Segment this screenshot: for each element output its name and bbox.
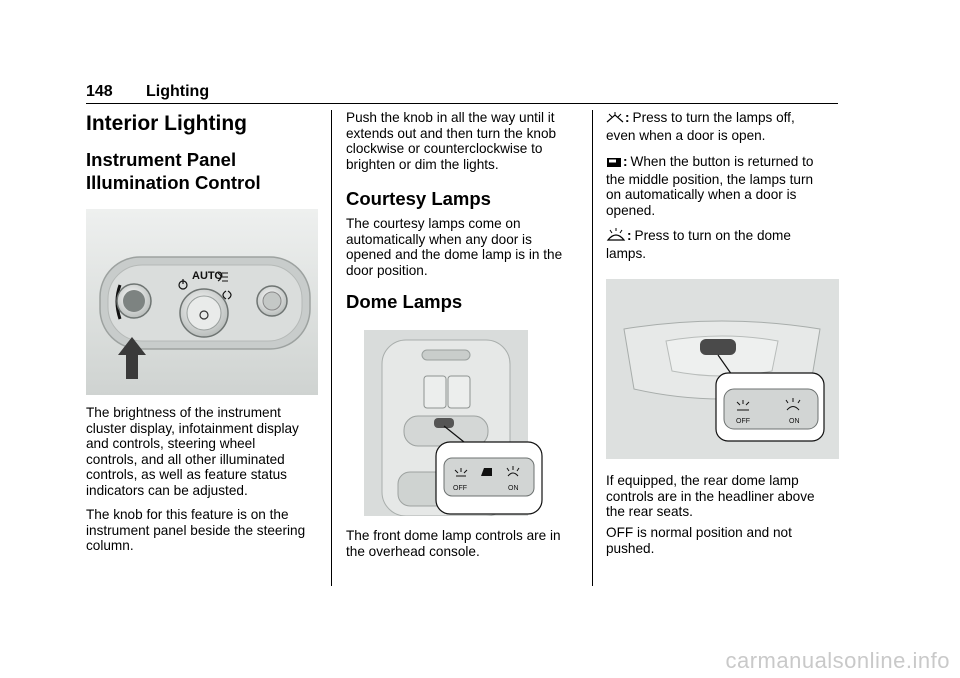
watermark: carmanualsonline.info: [725, 648, 950, 673]
heading-interior-lighting: Interior Lighting: [86, 112, 247, 135]
on-label: ON: [789, 418, 800, 425]
paragraph-knob-location: The knob for this feature is on the inst…: [86, 507, 306, 554]
front-dome-lamp-figure: OFF ON: [364, 330, 544, 516]
lamp-off-icon: [454, 468, 468, 477]
lamp-on-icon: [506, 466, 520, 477]
door-icon: [606, 156, 622, 172]
auto-label: AUTO: [192, 270, 223, 282]
paragraph-courtesy: The courtesy lamps come on automatically…: [346, 216, 563, 278]
paragraph-push-knob: Push the knob in all the way until it ex…: [346, 110, 557, 172]
paragraph-brightness: The brightness of the instrument cluster…: [86, 405, 299, 498]
lamp-off-icon: [606, 111, 624, 128]
column-divider: [592, 110, 593, 586]
item-lamp-off: :Press to turn the lamps off, even when …: [606, 110, 795, 143]
item-lamp-on: :Press to turn on the dome lamps.: [606, 228, 791, 261]
door-icon: [481, 468, 492, 476]
lamp-on-icon: [785, 398, 801, 411]
on-label: ON: [508, 485, 519, 492]
heading-courtesy-lamps: Courtesy Lamps: [346, 188, 491, 209]
column-divider: [331, 110, 332, 586]
subheading-illumination-control: Illumination Control: [86, 172, 261, 193]
up-arrow-icon: [118, 337, 146, 379]
power-icon: [178, 279, 188, 290]
header-rule: [86, 103, 838, 104]
paragraph-rear-dome: If equipped, the rear dome lamp controls…: [606, 473, 815, 520]
item-door: :When the button is returned to the midd…: [606, 154, 814, 218]
lamp-off-icon: [736, 400, 750, 411]
heading-dome-lamps: Dome Lamps: [346, 291, 463, 312]
off-label: OFF: [736, 418, 750, 425]
paragraph-off-position: OFF is normal position and not pushed.: [606, 525, 792, 556]
lamp-on-icon: [606, 228, 626, 246]
page-number: 148: [86, 83, 113, 100]
fog-lamp-icon: [222, 290, 232, 300]
section-title: Lighting: [146, 83, 210, 100]
off-label: OFF: [453, 485, 467, 492]
instrument-panel-figure: AUTO: [86, 209, 318, 395]
headlamp-icon: [217, 272, 228, 282]
subheading-instrument-panel: Instrument Panel: [86, 149, 237, 170]
paragraph-front-dome: The front dome lamp controls are in the …: [346, 528, 561, 559]
rear-dome-lamp-figure: OFF ON: [606, 279, 839, 459]
